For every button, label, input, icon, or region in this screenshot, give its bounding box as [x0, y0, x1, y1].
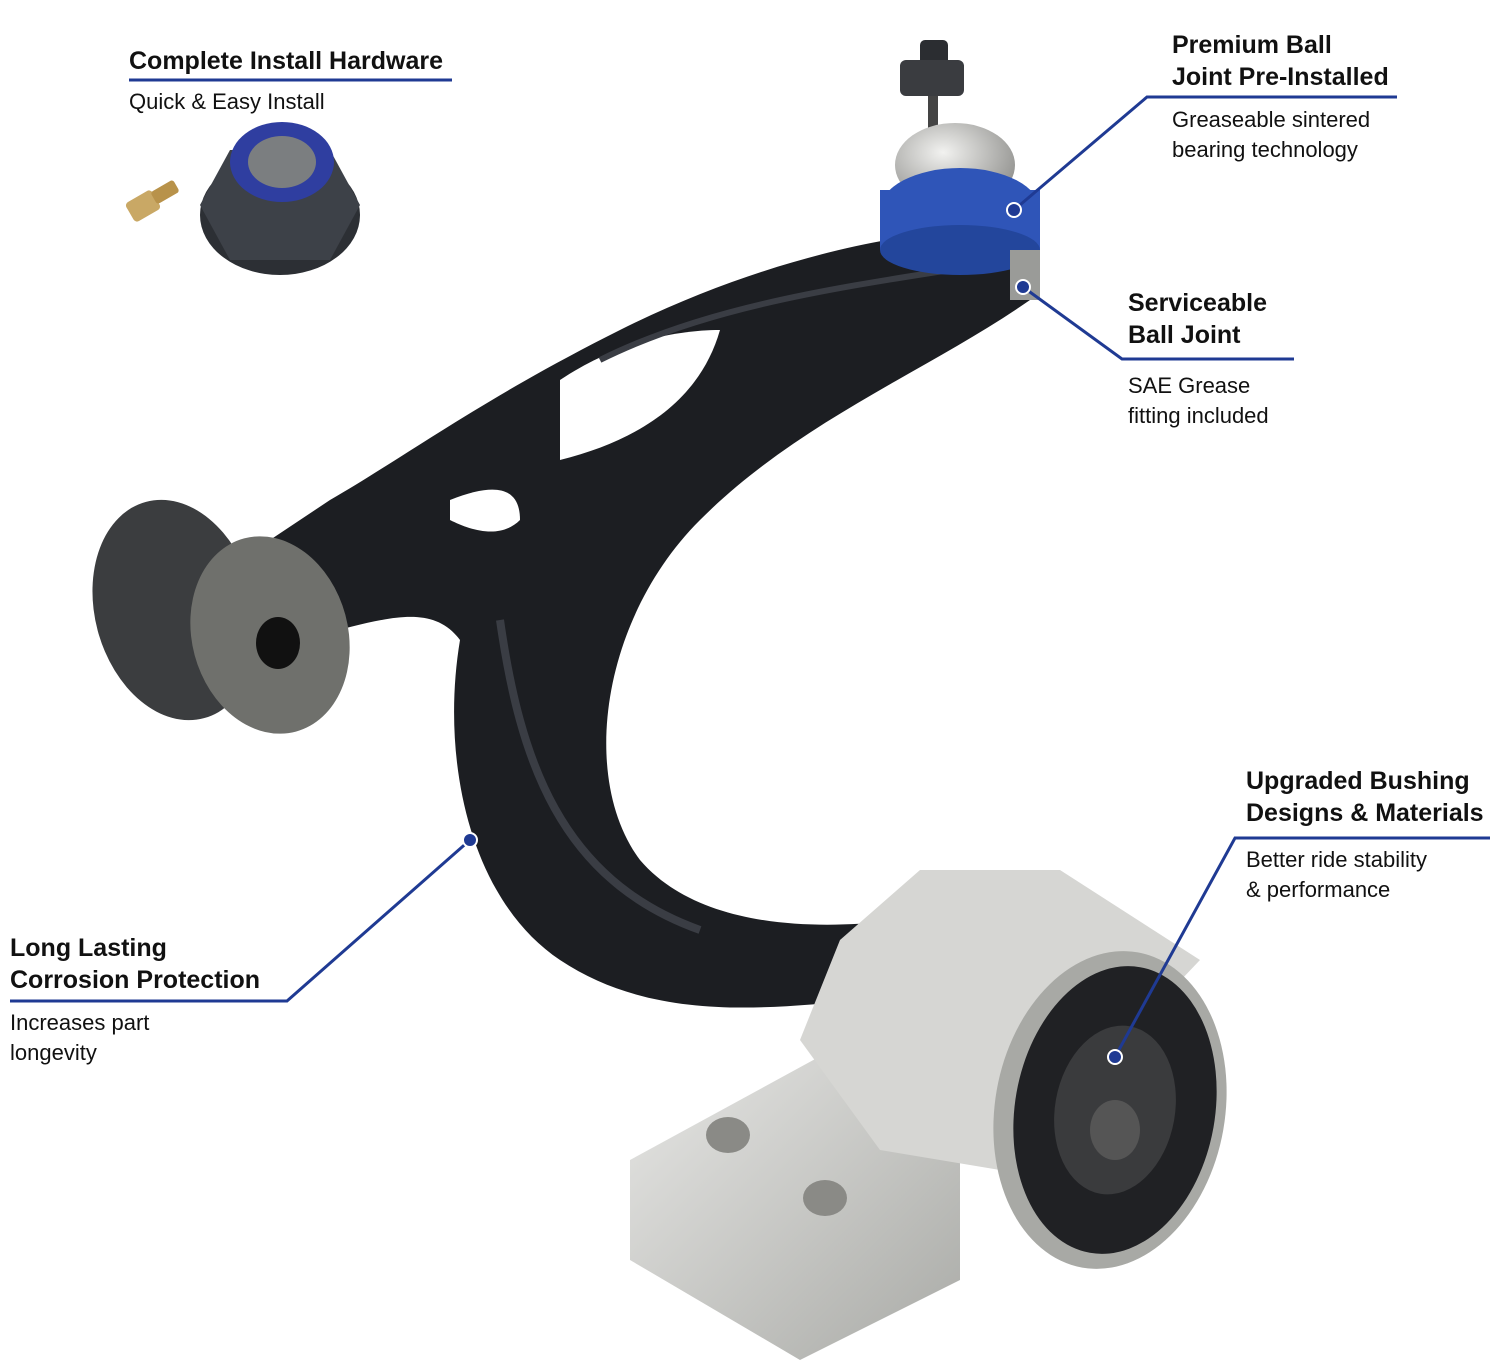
callout-install-hardware: Complete Install Hardware Quick & Easy I… — [129, 45, 443, 117]
callout-title: Ball Joint — [1128, 321, 1241, 349]
callout-subtitle: Increases part — [10, 1010, 150, 1035]
callout-corrosion-protection: Long Lasting Corrosion Protection Increa… — [10, 932, 260, 1068]
callout-title: Upgraded Bushing — [1246, 767, 1470, 795]
grease-fitting-icon — [125, 180, 179, 222]
callout-subtitle: bearing technology — [1172, 137, 1358, 162]
control-arm-body — [240, 230, 1030, 1008]
leader-lines — [10, 78, 1490, 1058]
lock-nut-icon — [200, 122, 360, 275]
callout-serviceable-ball-joint: Serviceable Ball Joint SAE Grease fittin… — [1128, 287, 1269, 431]
callout-title: Long Lasting — [10, 934, 167, 962]
callout-title: Premium Ball — [1172, 31, 1332, 59]
rear-bushing-bracket — [630, 870, 1227, 1360]
callout-subtitle: & performance — [1246, 877, 1391, 902]
callout-upgraded-bushing: Upgraded Bushing Designs & Materials Bet… — [1246, 765, 1484, 905]
callout-title: Corrosion Protection — [10, 966, 261, 994]
callout-title: Complete Install Hardware — [129, 47, 443, 75]
callout-title: Designs & Materials — [1246, 799, 1484, 827]
front-bushing — [92, 499, 350, 734]
callout-subtitle: Greaseable sintered — [1172, 107, 1371, 132]
callout-subtitle: Better ride stability — [1246, 847, 1427, 872]
ball-joint — [880, 40, 1040, 300]
callout-subtitle: longevity — [10, 1040, 97, 1065]
callout-title: Joint Pre-Installed — [1172, 63, 1389, 91]
callout-subtitle: Quick & Easy Install — [129, 89, 325, 114]
callout-title: Serviceable — [1128, 289, 1267, 317]
callout-subtitle: SAE Grease — [1128, 373, 1251, 398]
callout-subtitle: fitting included — [1128, 403, 1269, 428]
callout-dots — [462, 202, 1123, 1065]
callout-premium-ball-joint: Premium Ball Joint Pre-Installed Greasea… — [1172, 29, 1389, 165]
